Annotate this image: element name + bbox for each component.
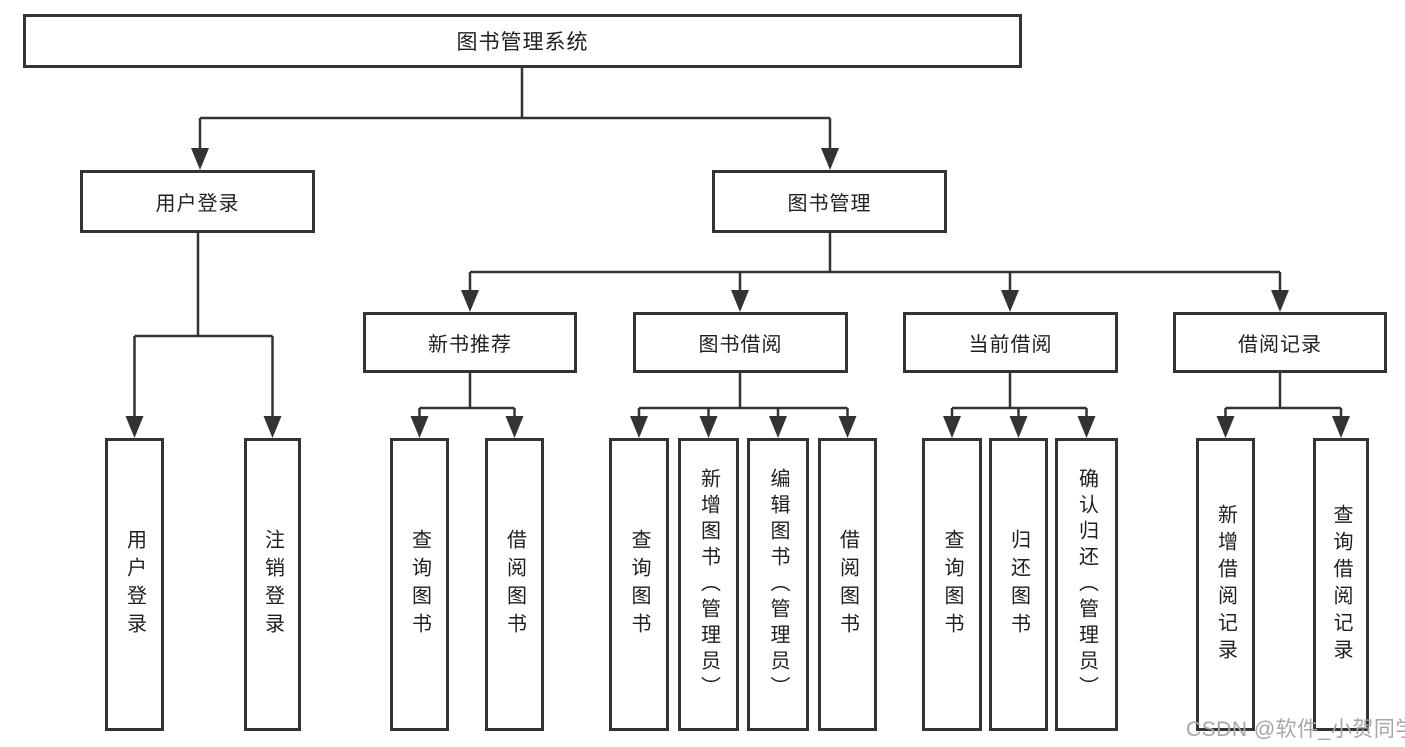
leaf-confirm-return-admin: 确认归还（管理员） (1055, 438, 1118, 731)
leaf-return-books: 归还图书 (989, 438, 1048, 731)
connector-stems (133, 68, 1343, 422)
leaf-borrow-books: 借阅图书 (818, 438, 877, 731)
leaf-query-books-current: 查询图书 (922, 438, 982, 731)
leaf-add-borrow-record: 新增借阅记录 (1196, 438, 1255, 731)
node-book-borrow: 图书借阅 (633, 312, 848, 373)
node-borrow-records: 借阅记录 (1173, 312, 1387, 373)
leaf-query-borrow-record: 查询借阅记录 (1313, 438, 1369, 731)
node-user-login: 用户登录 (80, 170, 315, 233)
node-root-system: 图书管理系统 (23, 14, 1022, 68)
csdn-watermark: CSDN @软件_小贺同学 (1186, 718, 1405, 741)
node-book-management: 图书管理 (712, 170, 947, 233)
leaf-borrow-books-recommend: 借阅图书 (485, 438, 544, 731)
leaf-user-login: 用户登录 (105, 438, 164, 731)
leaf-add-books-admin: 新增图书（管理员） (678, 438, 739, 731)
leaf-edit-books-admin: 编辑图书（管理员） (747, 438, 809, 731)
node-current-borrow: 当前借阅 (903, 312, 1118, 373)
node-new-book-recommend: 新书推荐 (363, 312, 577, 373)
leaf-logout: 注销登录 (244, 438, 301, 731)
arrowhead-icons (125, 148, 1350, 438)
leaf-query-books-borrow: 查询图书 (609, 438, 669, 731)
leaf-query-books-recommend: 查询图书 (390, 438, 449, 731)
